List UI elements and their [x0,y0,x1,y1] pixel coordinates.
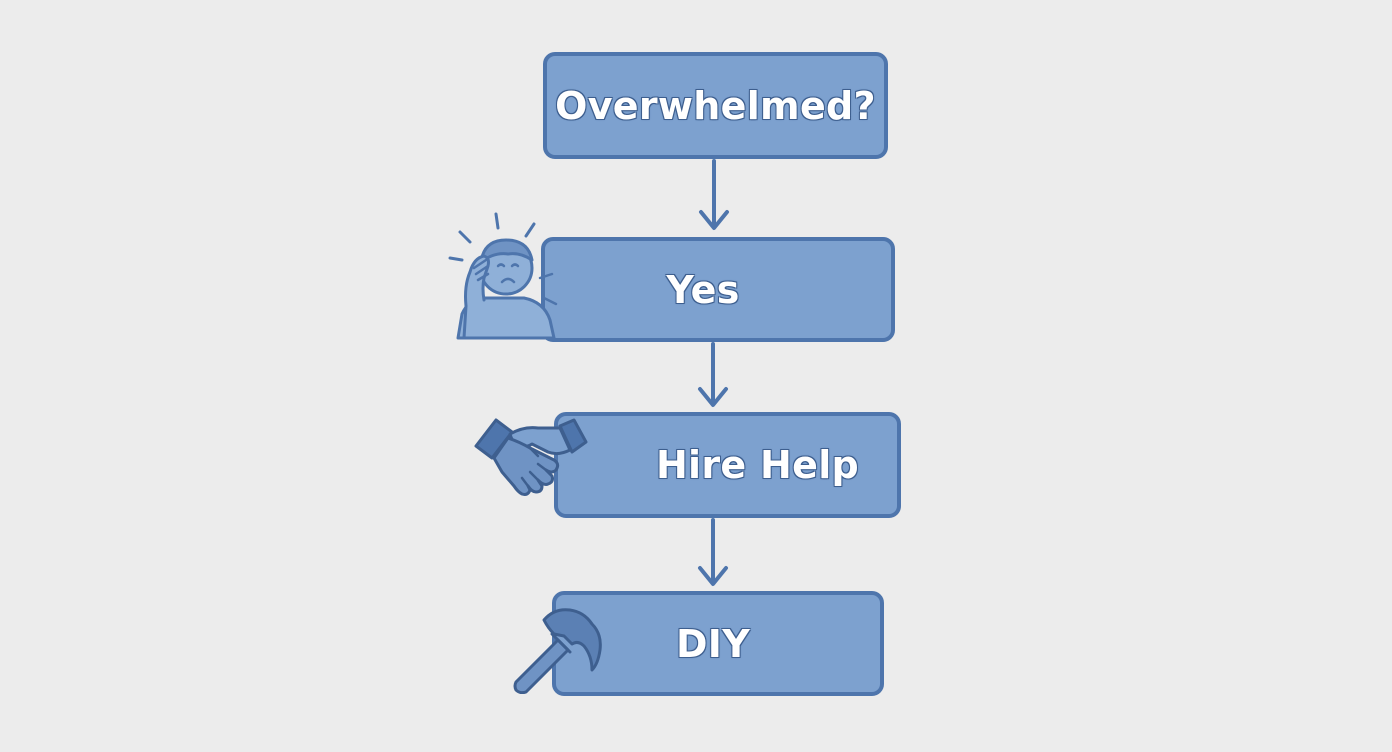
node-hire-help: Hire Help [554,412,901,518]
arrow-overwhelmed-to-yes [699,159,729,230]
arrow-hire-to-diy [698,518,728,586]
node-yes-label: Yes [666,267,740,312]
node-overwhelmed: Overwhelmed? [543,52,888,159]
stressed-person-icon [448,212,558,340]
arrow-yes-to-hire [698,342,728,407]
node-diy-label: DIY [675,621,751,666]
node-hire-help-label: Hire Help [655,443,860,487]
node-overwhelmed-label: Overwhelmed? [555,83,876,128]
handshake-icon [474,418,588,496]
hammer-icon [513,608,602,694]
node-yes: Yes [541,237,895,342]
